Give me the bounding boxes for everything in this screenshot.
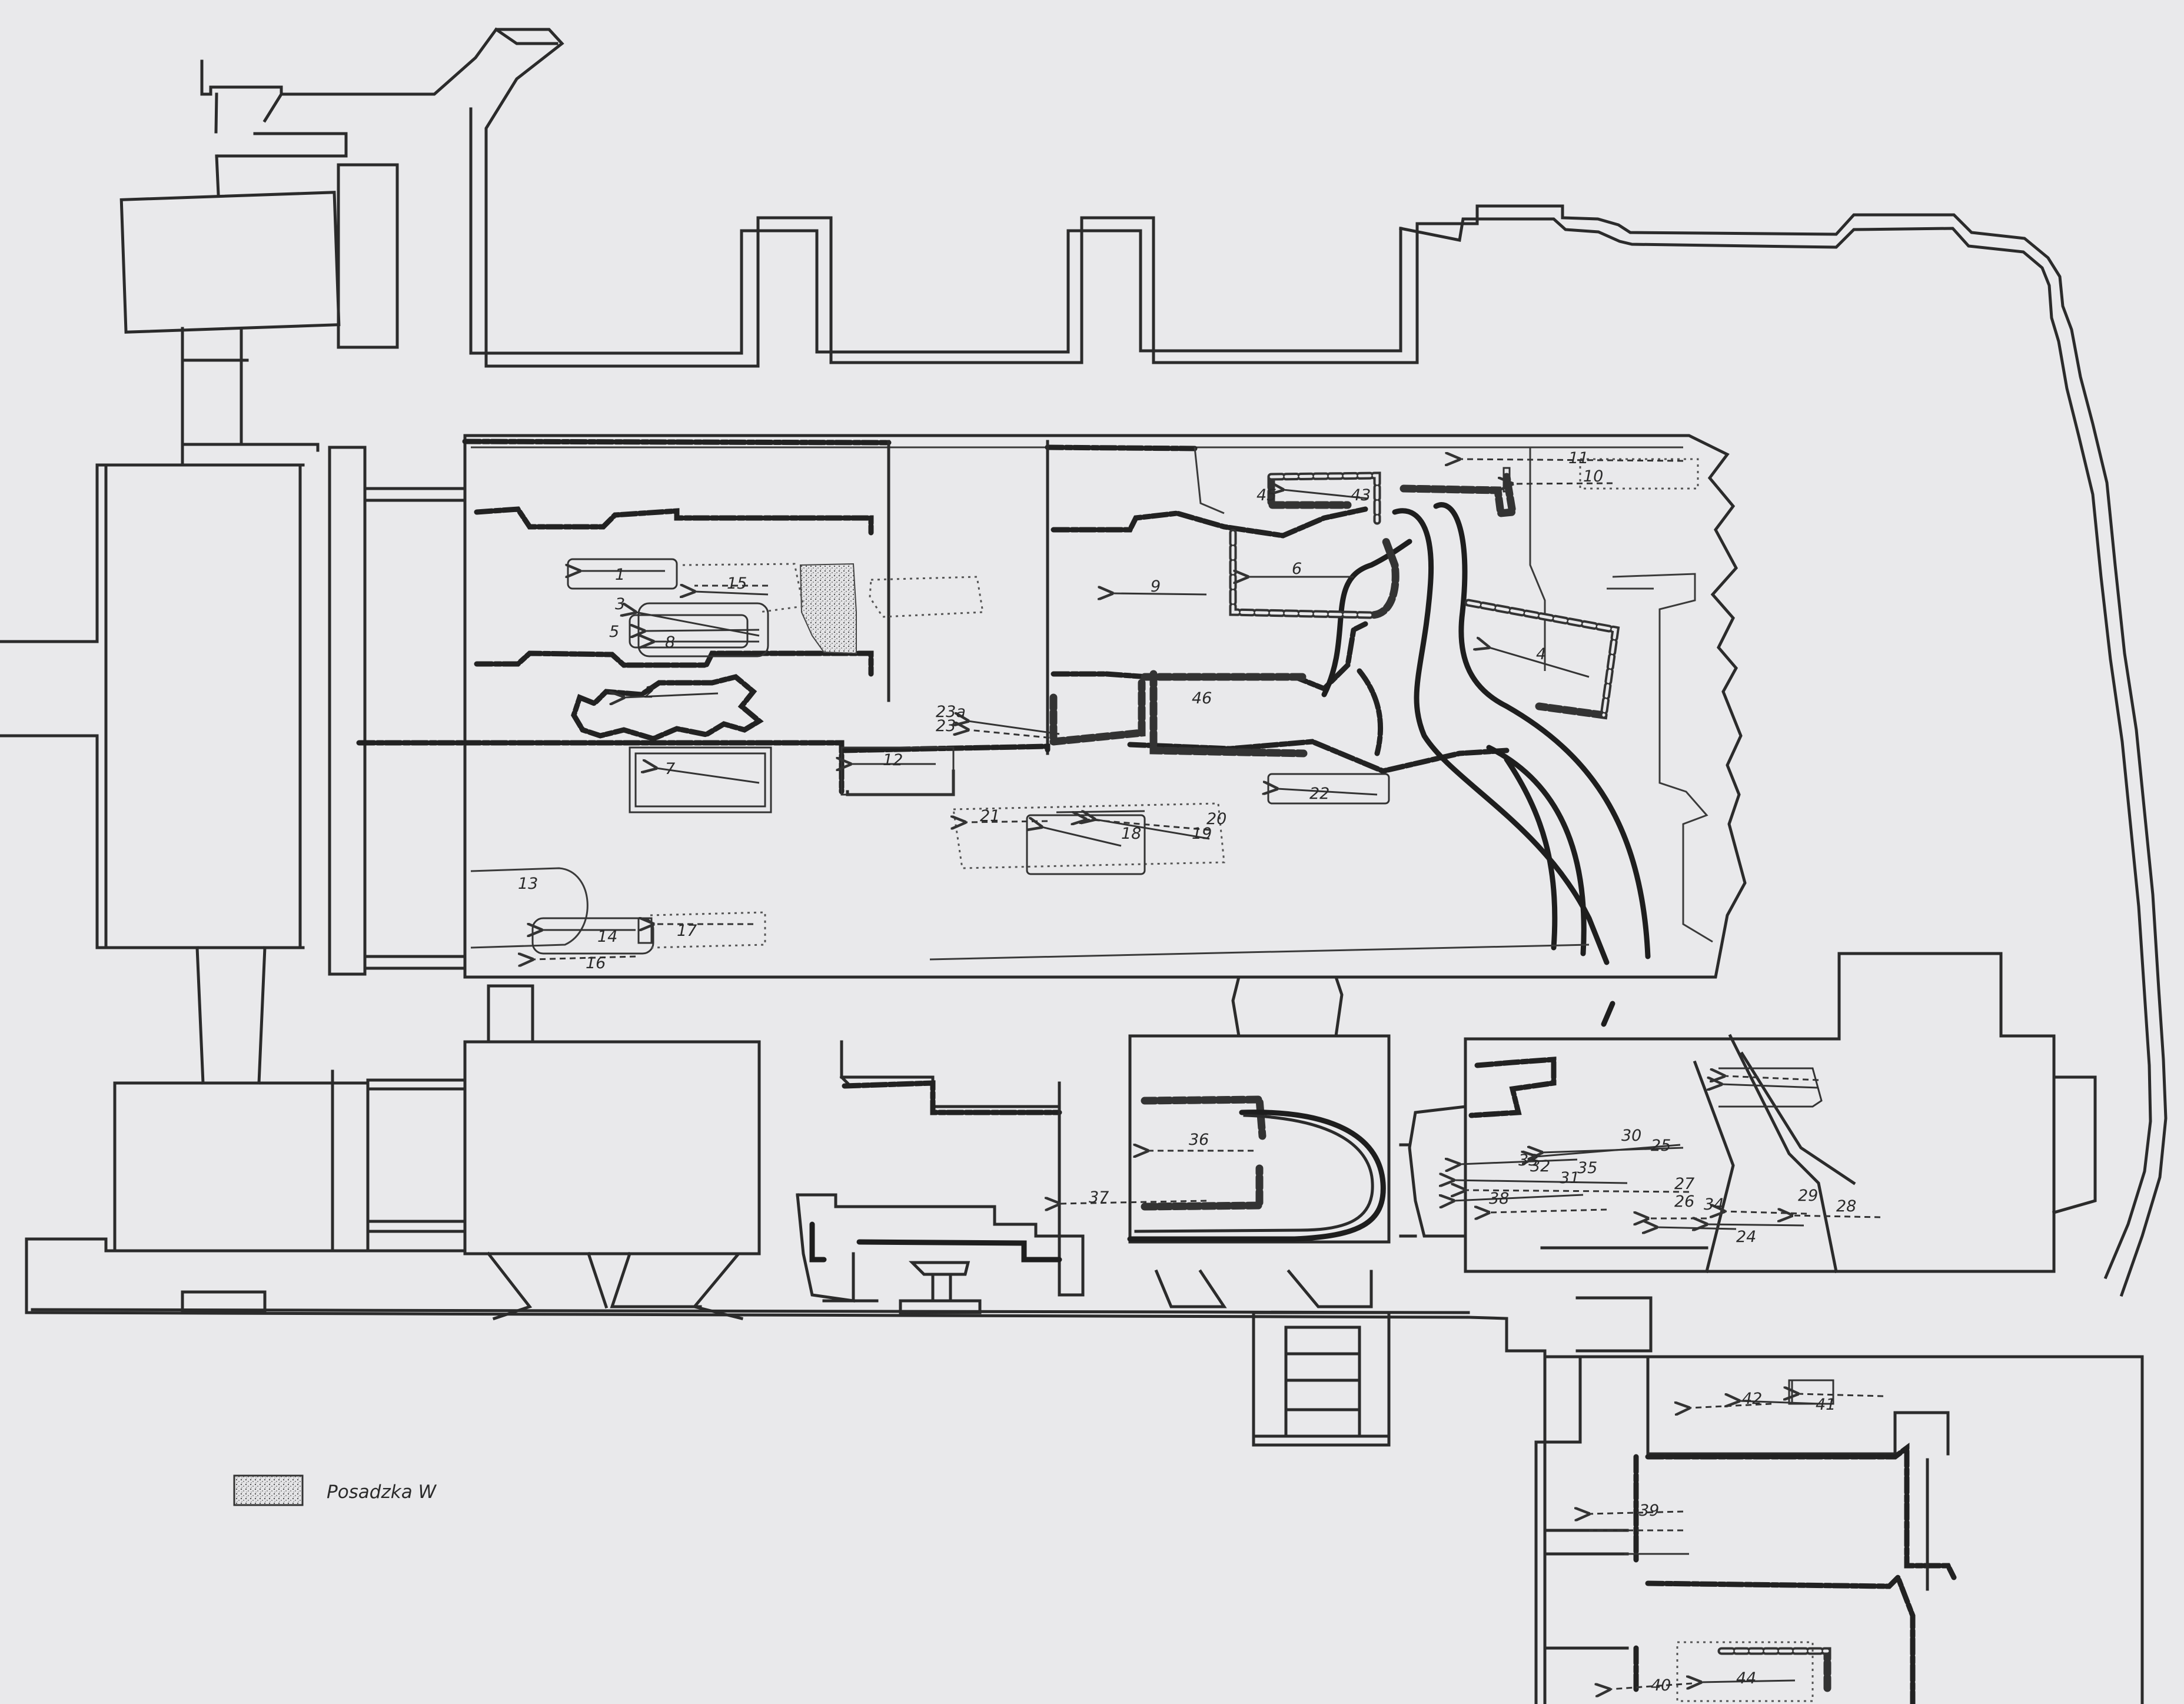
burial-label-6: 6: [1292, 560, 1302, 578]
burial-label-25: 25: [1651, 1137, 1671, 1155]
burial-label-17: 17: [677, 922, 697, 940]
burial-label-12: 12: [883, 751, 903, 769]
legend-swatch: [233, 1474, 304, 1506]
legend: Posadzka W: [233, 1474, 437, 1506]
burial-label-16: 16: [586, 954, 606, 972]
stairs: [1252, 1311, 1391, 1447]
south-wall: [25, 1237, 1508, 1353]
burial-label-15: 15: [727, 574, 747, 593]
floor-patch: [799, 563, 857, 655]
burial-label-42: 42: [1742, 1390, 1762, 1408]
burial-label-32: 32: [1530, 1157, 1550, 1175]
burial-label-24: 24: [1736, 1228, 1756, 1246]
burial-label-39: 39: [1639, 1502, 1659, 1520]
burial-label-18: 18: [1121, 825, 1141, 843]
burial-label-36: 36: [1189, 1131, 1209, 1149]
burial-label-26: 26: [1674, 1193, 1694, 1211]
south-annex: [1505, 1296, 2144, 1704]
burial-label-20: 20: [1206, 810, 1226, 828]
burial-label-31: 31: [1560, 1169, 1580, 1187]
burial-label-35: 35: [1577, 1159, 1597, 1177]
nave-outline: [462, 434, 1747, 979]
nw-tower: [119, 27, 1419, 467]
west-blocks: [0, 446, 467, 1253]
burial-label-23: 23: [936, 717, 956, 735]
burial-label-37: 37: [1089, 1188, 1109, 1207]
legend-label: Posadzka W: [327, 1482, 437, 1503]
burial-label-33: 33: [1518, 1151, 1538, 1170]
burial-label-9: 9: [1151, 577, 1161, 596]
burial-label-2: 2: [644, 683, 654, 702]
burial-label-27: 27: [1674, 1175, 1694, 1193]
burial-label-21: 21: [980, 807, 1000, 825]
se-chapels: [1399, 952, 2097, 1274]
stone-enclosures: [1049, 471, 1831, 1696]
north-wall: [1399, 204, 2168, 1297]
south-chapels: [463, 975, 1391, 1321]
apse-curves: [929, 502, 1651, 1027]
burial-label-30: 30: [1621, 1127, 1641, 1145]
walls-layer: [0, 27, 2168, 1704]
burial-label-29: 29: [1798, 1187, 1818, 1205]
burial-label-43: 43: [1351, 486, 1371, 504]
burial-label-28: 28: [1836, 1197, 1856, 1215]
pits: [470, 576, 984, 949]
burial-label-13: 13: [518, 875, 538, 893]
burial-label-3: 3: [615, 595, 625, 613]
burial-label-23a: 23a: [936, 703, 966, 721]
burial-label-45: 45: [1256, 486, 1277, 504]
burial-label-1: 1: [615, 566, 625, 584]
burial-label-14: 14: [597, 928, 617, 946]
burial-label-10: 10: [1583, 467, 1603, 486]
burial-label-7: 7: [665, 760, 675, 778]
burial-label-41: 41: [1816, 1396, 1836, 1414]
burial-label-4: 4: [1536, 645, 1546, 663]
burial-label-19: 19: [1192, 825, 1212, 843]
burial-label-11: 11: [1568, 449, 1588, 467]
burial-label-46: 46: [1192, 689, 1212, 707]
burial-label-40: 40: [1651, 1676, 1671, 1695]
burials-layer: [533, 459, 1884, 1702]
burial-label-38: 38: [1489, 1190, 1509, 1208]
burial-label-44: 44: [1736, 1669, 1756, 1688]
burial-label-8: 8: [665, 633, 675, 652]
burial-label-34: 34: [1704, 1195, 1724, 1214]
burial-label-22: 22: [1309, 785, 1329, 803]
burial-label-5: 5: [609, 623, 619, 641]
